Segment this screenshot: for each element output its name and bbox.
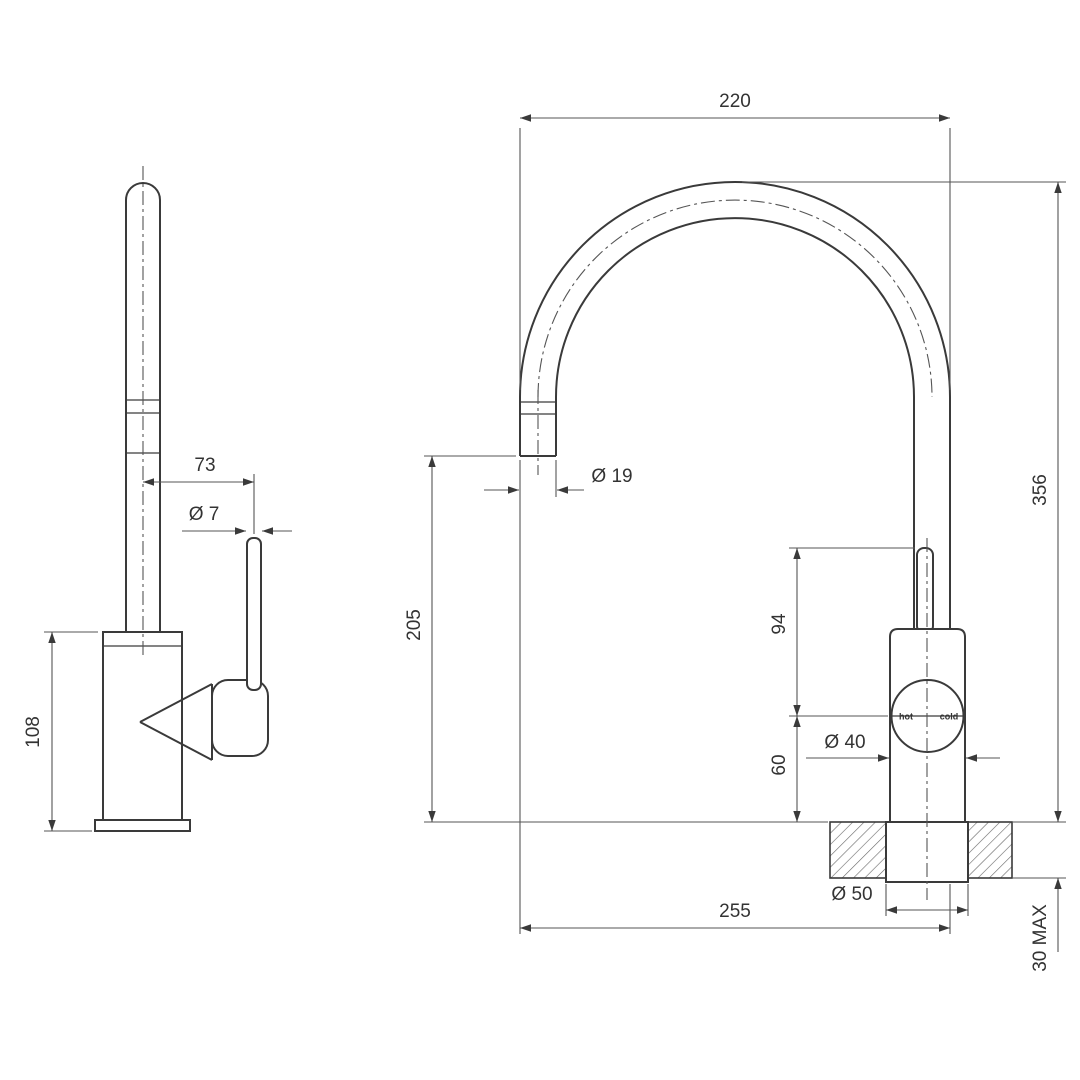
front-dim-spout-dia: Ø 19 [484, 460, 633, 497]
front-dim-base-width-label: 255 [719, 901, 751, 922]
front-dim-handle-top: 94 [769, 547, 915, 717]
front-dim-deck-max-label: 30 MAX [1030, 904, 1051, 972]
side-dim-handle-offset: 73 [143, 455, 255, 534]
front-dim-handle-bottom: 60 [769, 716, 801, 822]
front-dim-handle-bottom-label: 60 [769, 754, 790, 775]
front-arc-inner [555, 217, 915, 398]
front-arc-centerline [537, 199, 933, 398]
front-dim-total-height-label: 356 [1030, 474, 1051, 506]
front-dim-base-dia: Ø 50 [831, 884, 969, 916]
front-arc-outer [519, 181, 951, 398]
side-dim-handle-dia-label: Ø 7 [189, 504, 220, 525]
front-dim-arc-width-label: 220 [719, 91, 751, 112]
front-spout-outlet [519, 390, 557, 475]
front-view: hot cold 220 356 205 [404, 91, 1066, 972]
side-dim-body-height: 108 [23, 631, 98, 832]
front-dim-body-dia-label: Ø 40 [824, 732, 865, 753]
side-spout-pipe [125, 182, 161, 632]
front-handle-lever [916, 547, 934, 634]
front-dim-spout-height-label: 205 [404, 609, 425, 641]
front-dim-spout-dia-label: Ø 19 [591, 466, 632, 487]
cold-label: cold [940, 712, 959, 722]
side-handle-lever [246, 537, 262, 691]
side-dim-handle-dia: Ø 7 [182, 504, 292, 535]
side-dim-body-height-label: 108 [23, 716, 44, 748]
front-dim-body-dia: Ø 40 [806, 732, 1000, 762]
side-base-flange [94, 819, 191, 832]
side-body [102, 631, 183, 821]
front-dim-handle-top-label: 94 [769, 613, 790, 635]
front-dim-total-height: 356 [742, 181, 1066, 823]
front-riser-pipe [913, 397, 951, 629]
front-dim-base-width: 255 [519, 460, 951, 934]
side-view: 73 Ø 7 108 [23, 166, 292, 832]
front-dim-deck-max: 30 MAX [1012, 877, 1066, 972]
hot-label: hot [899, 712, 913, 722]
side-dim-handle-offset-label: 73 [194, 455, 215, 476]
front-dim-base-dia-label: Ø 50 [831, 884, 872, 905]
front-dim-spout-height: 205 [404, 455, 828, 823]
front-dim-arc-width: 220 [519, 91, 951, 390]
side-handle-pivot [211, 679, 269, 757]
